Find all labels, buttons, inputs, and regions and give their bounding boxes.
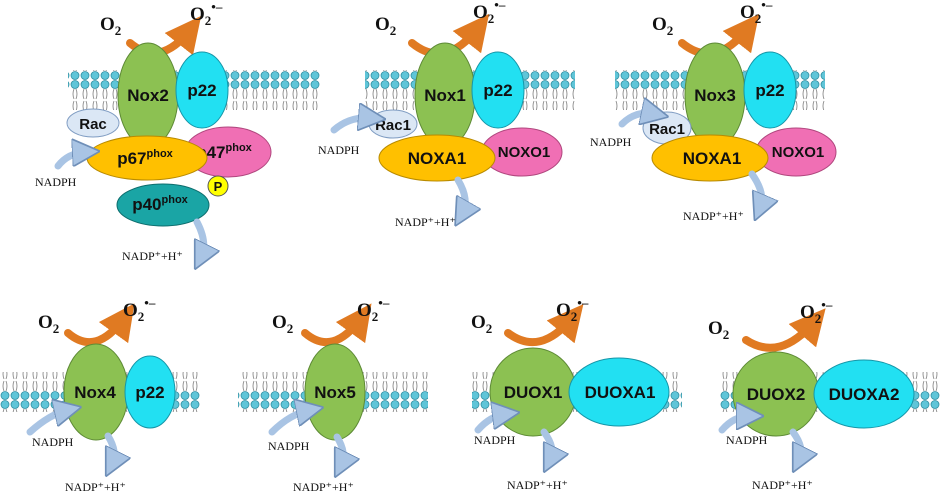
- nadph-label: NADPH: [318, 143, 360, 157]
- o2-label: O2: [272, 312, 293, 336]
- rac1-label: Rac1: [649, 121, 685, 138]
- noxo1-label: NOXO1: [498, 144, 551, 161]
- nadp-label: NADP⁺+H⁺: [395, 215, 456, 229]
- nadp-arrow: [789, 428, 801, 460]
- p40-label: p40phox: [132, 194, 188, 214]
- nox5-label: Nox5: [314, 383, 356, 402]
- nadph-label: NADPH: [268, 439, 310, 453]
- nadp-arrow: [540, 428, 552, 460]
- nadp-label: NADP⁺+H⁺: [65, 480, 126, 494]
- nadp-label: NADP⁺+H⁺: [752, 478, 813, 492]
- complex-duox1: O2 O2•– DUOX1 DUOXA1 NADPH NADP⁺+H⁺: [471, 295, 670, 492]
- superoxide-arrow: [64, 303, 135, 346]
- nadp-label: NADP⁺+H⁺: [122, 249, 183, 263]
- superoxide-label: O2•–: [800, 297, 833, 326]
- nadph-label: NADPH: [474, 433, 516, 447]
- noxa1-protein: [651, 134, 769, 182]
- nadp-arrow: [104, 432, 114, 464]
- duoxa1-protein: [568, 357, 670, 427]
- p22-label: p22: [483, 81, 512, 100]
- complex-nox5: O2 O2•– Nox5 NADPH NADP⁺+H⁺: [268, 295, 390, 494]
- p22-protein: [743, 51, 797, 129]
- p40-protein: [116, 183, 210, 227]
- superoxide-label: O2•–: [473, 0, 506, 26]
- p22-protein: [175, 51, 229, 129]
- nox1-label: Nox1: [424, 86, 466, 105]
- p22-label: p22: [135, 383, 164, 402]
- nadp-label: NADP⁺+H⁺: [507, 478, 568, 492]
- p22-label: p22: [755, 81, 784, 100]
- nadph-arrow: [26, 410, 68, 436]
- duoxa2-label: DUOXA2: [829, 385, 900, 404]
- rac-label: Rac: [79, 116, 107, 133]
- complex-nox1: O2 O2•– Nox1 p22 NOXO1 Rac1 NOXA1 NADPH …: [318, 0, 563, 229]
- rac-protein: [66, 108, 120, 138]
- nox3-label: Nox3: [694, 86, 736, 105]
- nadph-arrow: [474, 414, 506, 434]
- p22-protein: [124, 355, 176, 429]
- o2-label: O2: [38, 312, 59, 336]
- nadph-arrow: [330, 118, 372, 134]
- complex-nox2: O2 O2•– Nox2 p22 Rac p47phox p67phox P p…: [35, 0, 272, 263]
- complex-duox2: O2 O2•– DUOX2 DUOXA2 NADPH NADP⁺+H⁺: [708, 297, 915, 492]
- nadph-label: NADPH: [590, 135, 632, 149]
- o2-label: O2: [708, 318, 729, 342]
- superoxide-label: O2•–: [740, 0, 773, 26]
- duox1-label: DUOX1: [504, 383, 563, 402]
- p67-label: p67phox: [117, 148, 173, 168]
- o2-label: O2: [652, 14, 673, 38]
- rac1-label: Rac1: [375, 117, 411, 134]
- o2-label: O2: [375, 14, 396, 38]
- nox2-label: Nox2: [127, 86, 169, 105]
- nadph-arrow: [718, 416, 750, 434]
- phospho-label: P: [214, 179, 223, 194]
- complex-nox4: O2 O2•– Nox4 p22 NADPH NADP⁺+H⁺: [26, 295, 176, 494]
- superoxide-label: O2•–: [123, 295, 156, 324]
- nox4-label: Nox4: [74, 383, 116, 402]
- duoxa1-label: DUOXA1: [585, 383, 656, 402]
- nadph-label: NADPH: [32, 435, 74, 449]
- o2-label: O2: [100, 14, 121, 38]
- nadph-arrow: [268, 410, 310, 436]
- nadp-arrow: [333, 433, 343, 465]
- p22-protein: [471, 51, 525, 129]
- superoxide-label: O2•–: [357, 295, 390, 324]
- superoxide-arrow: [742, 308, 826, 352]
- complex-nox3: O2 O2•– Nox3 p22 NOXO1 Rac1 NOXA1 NADPH …: [590, 0, 837, 223]
- o2-label: O2: [471, 312, 492, 336]
- superoxide-label: O2•–: [556, 295, 589, 324]
- nadph-arrow: [54, 152, 86, 170]
- duoxa2-protein: [813, 359, 915, 429]
- p22-label: p22: [187, 81, 216, 100]
- nadph-label: NADPH: [726, 433, 768, 447]
- noxa1-protein: [378, 134, 496, 182]
- nadp-label: NADP⁺+H⁺: [683, 209, 744, 223]
- superoxide-arrow: [504, 304, 584, 347]
- noxa1-label: NOXA1: [683, 149, 742, 168]
- noxo1-label: NOXO1: [772, 144, 825, 161]
- phospho-badge: [207, 175, 229, 197]
- nadp-arrow: [458, 176, 465, 214]
- nadp-arrow: [193, 218, 204, 257]
- noxa1-label: NOXA1: [408, 149, 467, 168]
- superoxide-label: O2•–: [190, 0, 223, 28]
- duox2-label: DUOX2: [747, 385, 806, 404]
- nadph-arrow: [618, 113, 655, 128]
- nadp-arrow: [748, 170, 762, 208]
- nadp-label: NADP⁺+H⁺: [293, 480, 354, 494]
- superoxide-arrow: [301, 303, 372, 346]
- nadph-label: NADPH: [35, 175, 77, 189]
